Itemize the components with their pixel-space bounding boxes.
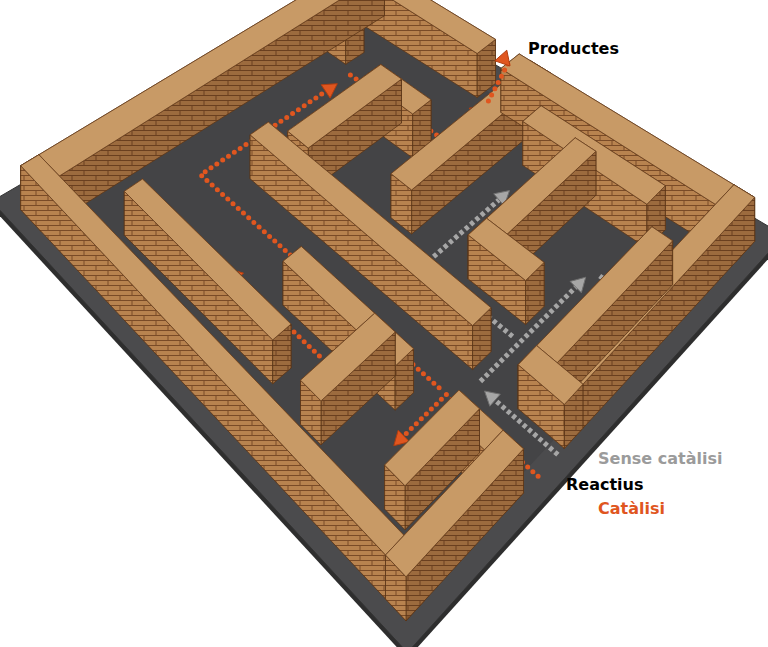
brick-wall-top: [301, 313, 396, 401]
arrow-head: [321, 84, 337, 98]
brick-wall-top: [288, 65, 402, 149]
brick-wall-top: [386, 430, 524, 577]
arrow-head: [570, 277, 586, 293]
arrow-head: [495, 50, 510, 66]
reactants-label: Reactius: [566, 476, 644, 494]
uncatalysed-label: Sense catàlisi: [598, 450, 722, 468]
brick-wall-top: [518, 346, 583, 405]
products-label: Productes: [528, 40, 619, 58]
brick-wall-face: [21, 166, 406, 621]
catalysis-label: Catàlisi: [598, 500, 665, 518]
brick-wall-top: [21, 155, 425, 577]
brick-wall-top: [468, 218, 544, 280]
arrow-head: [485, 391, 501, 406]
